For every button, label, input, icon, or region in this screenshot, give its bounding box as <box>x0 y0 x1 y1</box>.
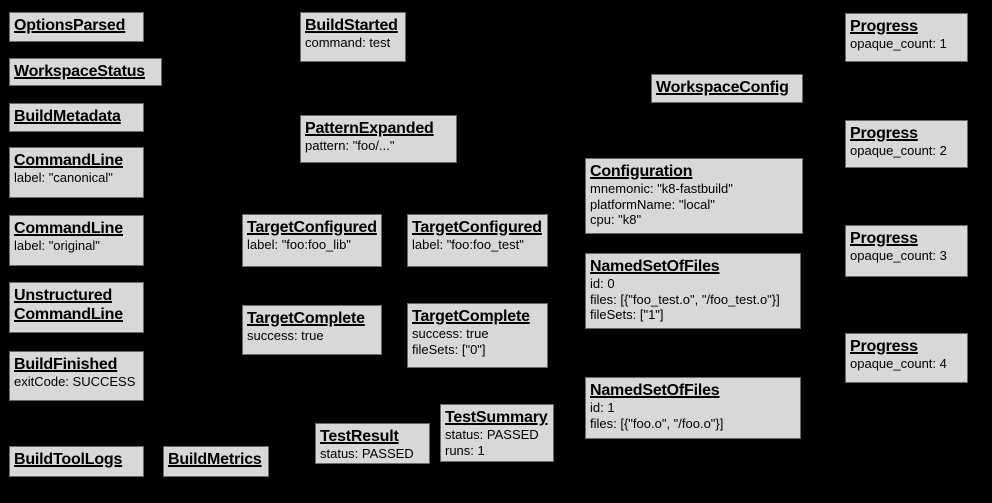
node-target-complete-foo-test: TargetComplete success: true fileSets: [… <box>407 303 548 368</box>
node-progress-2: Progress opaque_count: 2 <box>845 120 968 168</box>
node-test-summary: TestSummary status: PASSED runs: 1 <box>440 404 554 462</box>
node-field: label: "canonical" <box>14 170 113 185</box>
node-field: files: [{"foo_test.o", "/foo_test.o"}] <box>590 291 780 307</box>
node-title: TestSummary <box>445 409 548 426</box>
node-workspace-status: WorkspaceStatus <box>9 58 162 86</box>
node-title: Progress <box>850 230 918 247</box>
node-title: CommandLine <box>14 220 123 237</box>
node-title: Progress <box>850 338 918 355</box>
node-field: label: "original" <box>14 238 100 253</box>
node-target-configured-foo-lib: TargetConfigured label: "foo:foo_lib" <box>242 214 382 267</box>
node-title: TargetConfigured <box>412 219 542 236</box>
node-unstructured-command-line: Unstructured CommandLine <box>9 282 144 333</box>
node-title: OptionsParsed <box>14 17 126 34</box>
node-field: platformName: "local" <box>590 196 715 212</box>
node-command-line-original: CommandLine label: "original" <box>9 215 144 266</box>
node-field: fileSets: ["1"] <box>590 307 664 322</box>
node-title: BuildStarted <box>305 17 398 34</box>
node-build-finished: BuildFinished exitCode: SUCCESS <box>9 351 144 401</box>
node-progress-1: Progress opaque_count: 1 <box>845 13 968 62</box>
node-named-set-of-files-1: NamedSetOfFiles id: 1 files: [{"foo.o", … <box>585 377 801 439</box>
node-field: id: 1 <box>590 400 615 415</box>
node-field: cpu: "k8" <box>590 212 642 227</box>
node-title: WorkspaceStatus <box>14 63 145 80</box>
node-progress-3: Progress opaque_count: 3 <box>845 225 968 277</box>
node-field: mnemonic: "k8-fastbuild" <box>590 181 733 196</box>
node-build-metadata: BuildMetadata <box>9 103 144 132</box>
node-title: TargetComplete <box>412 308 530 325</box>
node-workspace-config: WorkspaceConfig <box>651 74 803 103</box>
node-field: exitCode: SUCCESS <box>14 374 136 389</box>
node-build-metrics: BuildMetrics <box>163 446 269 477</box>
node-title: CommandLine <box>14 152 123 169</box>
node-title: BuildMetrics <box>168 451 262 468</box>
node-test-result: TestResult status: PASSED <box>315 423 430 464</box>
node-title: BuildMetadata <box>14 108 121 125</box>
node-field: opaque_count: 1 <box>850 36 947 51</box>
node-title: TargetConfigured <box>247 219 377 236</box>
node-title: WorkspaceConfig <box>656 79 789 96</box>
node-command-line-canonical: CommandLine label: "canonical" <box>9 147 144 198</box>
node-field: pattern: "foo/..." <box>305 138 395 153</box>
node-field: opaque_count: 4 <box>850 356 947 371</box>
node-build-tool-logs: BuildToolLogs <box>9 446 144 477</box>
node-field: opaque_count: 2 <box>850 143 947 158</box>
node-title: BuildToolLogs <box>14 451 123 468</box>
node-field: runs: 1 <box>445 442 485 458</box>
node-title: Progress <box>850 125 918 142</box>
node-title: NamedSetOfFiles <box>590 382 720 399</box>
node-field: label: "foo:foo_lib" <box>247 237 351 252</box>
node-field: success: true <box>247 328 324 343</box>
node-title: Progress <box>850 18 918 35</box>
node-title: BuildFinished <box>14 356 118 373</box>
node-title: Configuration <box>590 163 693 180</box>
node-pattern-expanded: PatternExpanded pattern: "foo/..." <box>300 115 457 163</box>
node-title: TestResult <box>320 428 399 445</box>
node-title: Unstructured CommandLine <box>14 287 123 323</box>
node-named-set-of-files-0: NamedSetOfFiles id: 0 files: [{"foo_test… <box>585 253 801 329</box>
node-field: status: PASSED <box>320 446 414 461</box>
node-field: status: PASSED <box>445 427 539 442</box>
node-field: id: 0 <box>590 276 615 291</box>
node-title: NamedSetOfFiles <box>590 258 720 275</box>
node-title: TargetComplete <box>247 310 365 327</box>
node-field: files: [{"foo.o", "/foo.o"}] <box>590 415 724 431</box>
node-options-parsed: OptionsParsed <box>9 12 144 42</box>
node-build-started: BuildStarted command: test <box>300 12 406 62</box>
node-target-complete-foo-lib: TargetComplete success: true <box>242 305 382 355</box>
node-field: success: true <box>412 326 489 341</box>
node-field: command: test <box>305 35 391 50</box>
node-configuration: Configuration mnemonic: "k8-fastbuild" p… <box>585 158 803 234</box>
node-progress-4: Progress opaque_count: 4 <box>845 333 968 383</box>
node-title: PatternExpanded <box>305 120 434 137</box>
node-field: label: "foo:foo_test" <box>412 237 524 252</box>
node-field: fileSets: ["0"] <box>412 341 486 357</box>
node-field: opaque_count: 3 <box>850 248 947 263</box>
node-target-configured-foo-test: TargetConfigured label: "foo:foo_test" <box>407 214 548 267</box>
